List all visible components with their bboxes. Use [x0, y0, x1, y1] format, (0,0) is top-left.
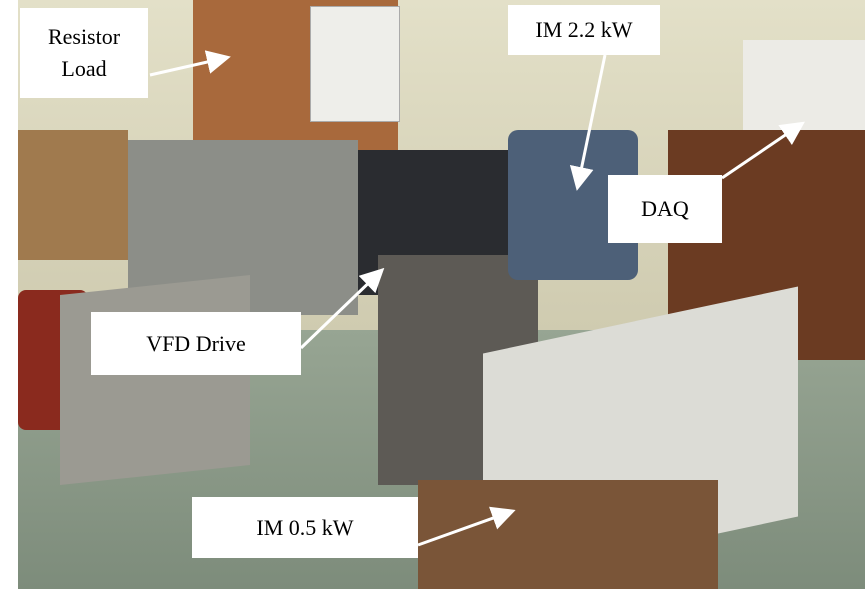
label-resistor-load: Resistor Load: [20, 8, 148, 98]
label-daq: DAQ: [608, 175, 722, 243]
label-im-2-2kw-text: IM 2.2 kW: [535, 17, 633, 43]
arrow-resistor-load: [149, 50, 231, 77]
motor-0-5kw: [418, 480, 718, 589]
switch-box: [310, 6, 400, 122]
label-daq-text: DAQ: [641, 196, 689, 222]
label-im-2-2kw: IM 2.2 kW: [508, 5, 660, 55]
arrow-im-2-2: [569, 54, 607, 191]
cardboard-box: [18, 130, 128, 260]
arrow-vfd-drive: [299, 267, 385, 350]
label-im-0-5kw-text: IM 0.5 kW: [256, 514, 354, 540]
daq-box: [743, 40, 865, 130]
lab-photo: [18, 0, 865, 589]
arrow-im-0-5: [417, 506, 516, 547]
label-resistor-load-text: Resistor Load: [47, 24, 121, 81]
label-vfd-drive: VFD Drive: [91, 312, 301, 375]
label-vfd-drive-text: VFD Drive: [146, 330, 246, 356]
arrow-daq: [721, 121, 805, 180]
label-im-0-5kw: IM 0.5 kW: [192, 497, 418, 558]
